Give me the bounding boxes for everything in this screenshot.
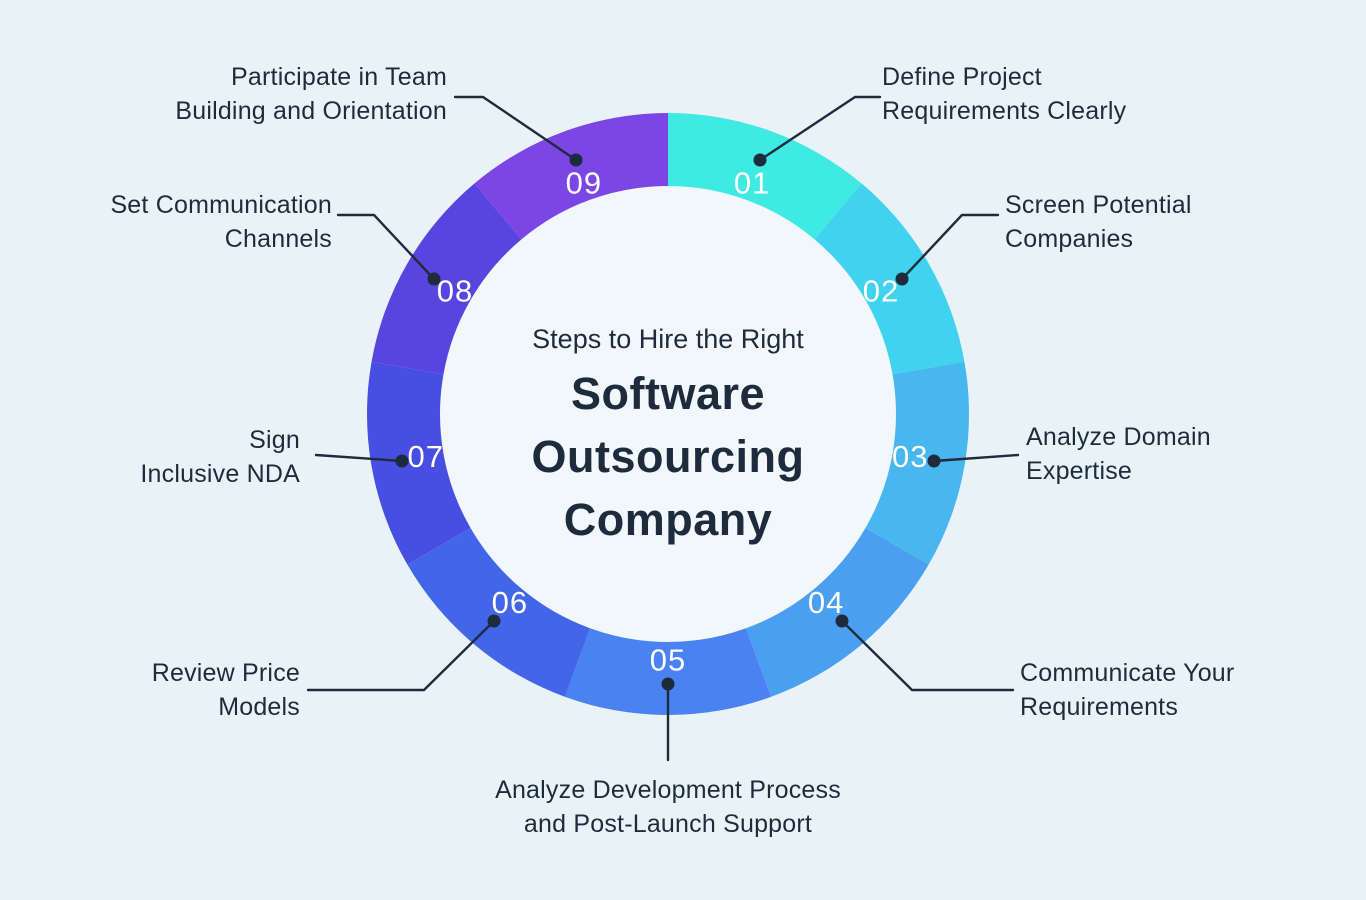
leader-dot-01 [753, 153, 767, 167]
segment-05 [565, 628, 771, 715]
segment-number-06: 06 [492, 585, 528, 620]
leader-line-02 [900, 213, 1000, 281]
leader-dot-07 [395, 454, 409, 468]
segment-08 [371, 183, 522, 375]
label-step-01: Define Project Requirements Clearly [882, 63, 1127, 125]
leader-dot-05 [661, 677, 675, 691]
segment-06 [407, 528, 591, 697]
center-title: Software Outsourcing Company [531, 368, 805, 545]
segment-number-02: 02 [863, 274, 899, 309]
donut-inner-circle [440, 186, 896, 642]
label-step-08: Set Communication Channels [110, 191, 332, 253]
label-step-09: Participate in Team Building and Orienta… [175, 63, 447, 125]
label-step-02: Screen Potential Companies [1005, 191, 1192, 253]
leader-line-06 [306, 619, 496, 692]
leader-dot-02 [895, 272, 909, 286]
leader-line-01 [758, 95, 882, 162]
leader-dot-09 [569, 153, 583, 167]
leader-dot-04 [835, 614, 849, 628]
chart-center-title-block: Steps to Hire the Right Software Outsour… [448, 322, 888, 551]
label-step-06: Review Price Models [151, 659, 300, 721]
segment-number-01: 01 [734, 165, 770, 200]
segment-number-07: 07 [407, 439, 443, 474]
center-subtitle: Steps to Hire the Right [532, 324, 804, 354]
leader-line-09 [453, 95, 578, 162]
segment-07 [367, 361, 471, 565]
leader-dot-06 [487, 614, 501, 628]
segment-number-09: 09 [566, 165, 602, 200]
leader-line-03 [932, 453, 1020, 463]
leader-line-08 [336, 213, 436, 281]
segment-03 [865, 361, 969, 565]
segment-04 [745, 528, 929, 697]
segment-09 [474, 113, 668, 240]
label-step-05: Analyze Development Process and Post-Lau… [495, 776, 841, 838]
segment-02 [814, 183, 965, 375]
label-step-07: Sign Inclusive NDA [140, 426, 300, 488]
label-step-04: Communicate Your Requirements [1020, 659, 1235, 721]
segment-01 [668, 113, 862, 240]
label-step-03: Analyze Domain Expertise [1026, 423, 1211, 485]
segment-number-05: 05 [650, 643, 686, 678]
segment-number-04: 04 [808, 585, 844, 620]
segment-number-03: 03 [892, 439, 928, 474]
leader-dot-03 [927, 454, 941, 468]
segment-number-08: 08 [437, 274, 473, 309]
leader-line-07 [314, 453, 404, 463]
leader-dot-08 [427, 272, 441, 286]
leader-line-04 [840, 619, 1015, 692]
